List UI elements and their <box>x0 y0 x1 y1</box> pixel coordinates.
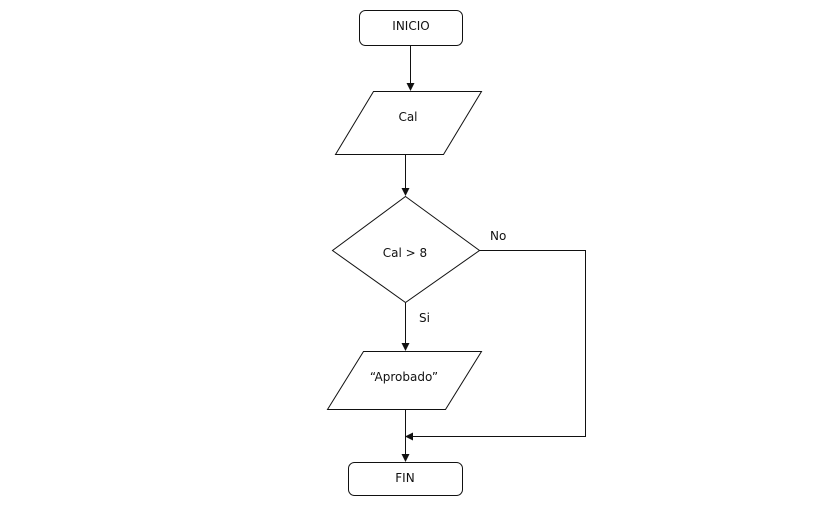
input-label: Cal <box>398 110 417 124</box>
decision-diamond-shape <box>331 195 481 304</box>
start-node: INICIO <box>359 10 463 46</box>
end-terminator-shape <box>348 462 463 496</box>
start-terminator-shape <box>359 10 463 46</box>
end-node: FIN <box>348 462 463 496</box>
decision-node: Cal > 8 <box>331 195 481 304</box>
yes-branch-label: Si <box>419 311 430 325</box>
no-branch-label: No <box>490 229 506 243</box>
input-parallelogram-shape <box>334 91 483 155</box>
input-node: Cal <box>334 91 483 155</box>
output-parallelogram-shape <box>326 351 483 410</box>
decision-label: Cal > 8 <box>383 246 427 260</box>
output-label: “Aprobado” <box>370 370 438 384</box>
arrow-no-branch <box>405 250 586 441</box>
output-node: “Aprobado” <box>326 351 483 410</box>
start-label: INICIO <box>392 19 429 33</box>
end-label: FIN <box>395 471 414 485</box>
